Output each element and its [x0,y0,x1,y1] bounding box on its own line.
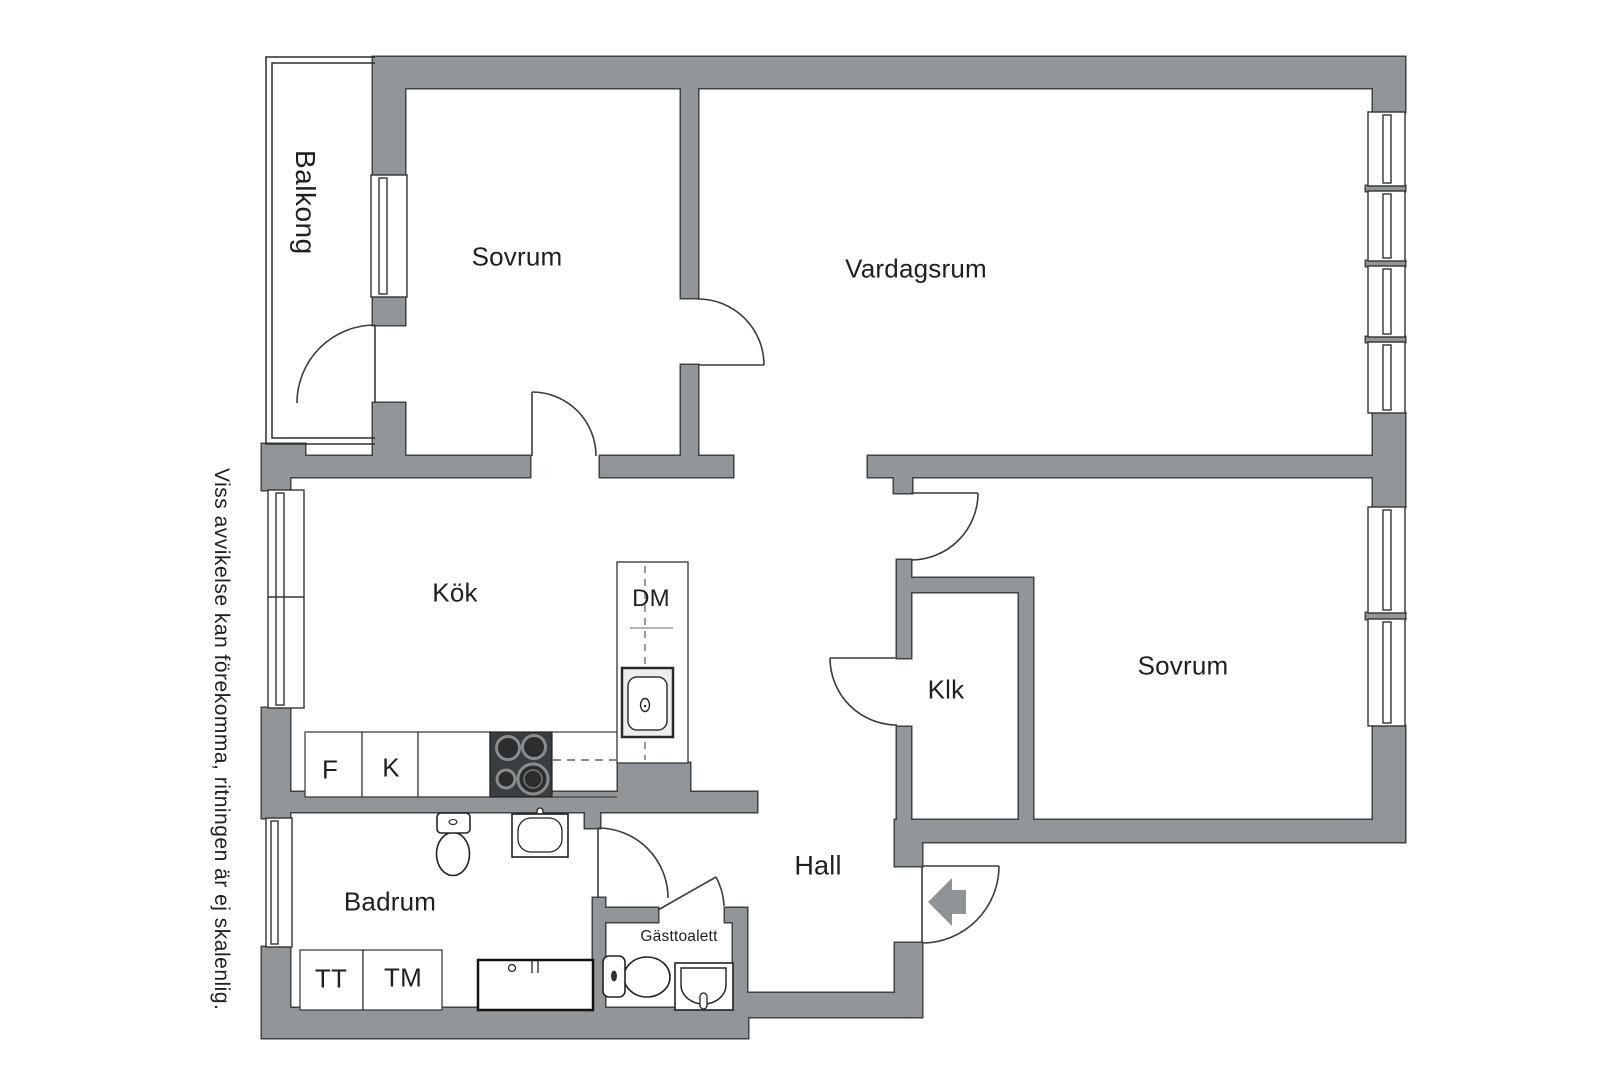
label-freezer: F [321,754,339,785]
door-guest-wc [657,876,725,911]
door-balcony [296,324,376,404]
window-bedroom2-1 [1367,506,1406,614]
window-livingroom-1 [1367,111,1406,187]
door-bedroom1-livingroom [697,298,765,366]
window-bedroom2-2 [1367,618,1406,727]
doors [296,298,1000,944]
label-washing-machine: TM [384,962,422,993]
stove-icon [489,731,553,798]
label-dishwasher: DM [632,585,670,612]
window-livingroom-2 [1367,190,1406,262]
room-label-hall: Hall [794,850,842,881]
window-kitchen [267,489,305,709]
door-bedroom2 [910,492,979,561]
window-bathroom [265,817,293,948]
dishwasher-island [616,561,689,764]
balcony-railing [265,56,375,445]
room-label-bathroom: Badrum [343,886,437,917]
door-bedroom1-kitchen [531,391,597,457]
guest-wc-fixtures [602,955,734,1011]
bathroom-fixtures [299,807,595,1012]
guest-toilet-icon [602,955,671,998]
room-label-livingroom: Vardagsrum [845,253,987,284]
walls-fill [262,57,1405,1038]
counter-dashed-section [552,731,617,798]
room-label-kitchen: Kök [432,577,478,608]
window-balcony-door-side [370,174,408,298]
kitchen-counter [304,731,491,798]
door-closet [829,657,898,726]
room-label-bedroom2: Sovrum [1137,650,1229,681]
window-livingroom-4 [1367,341,1406,414]
label-fridge: K [382,752,400,783]
disclaimer-text: Viss avvikelse kan förekomma, ritningen … [210,468,233,1011]
guest-sink-icon [674,962,734,1011]
room-label-bedroom1: Sovrum [471,241,563,272]
door-bathroom [597,827,669,899]
bathroom-sink-icon [511,807,569,858]
washer-box [362,949,443,1011]
entrance-arrow-icon [928,878,966,926]
window-livingroom-3 [1367,265,1406,338]
windows [265,111,1406,948]
bathtub-icon [476,958,595,1012]
door-entrance [921,865,1000,944]
room-label-closet: Klk [927,674,965,705]
room-label-guest-wc: Gästtoalett [640,928,718,945]
dryer-box [299,949,364,1011]
kitchen-sink-icon [620,666,675,739]
label-dryer: TT [314,963,348,994]
toilet-icon [435,812,471,877]
room-label-balcony: Balkong [290,150,321,255]
